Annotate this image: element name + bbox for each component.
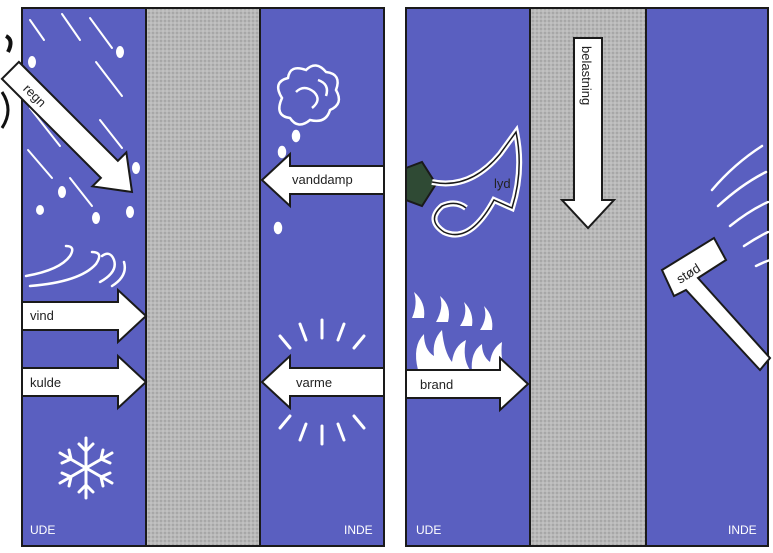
edge-mark	[4, 34, 13, 53]
sound-label: lyd	[494, 176, 511, 191]
impact-hammer-icon: stød	[660, 236, 772, 372]
rain-icon	[27, 13, 140, 224]
outside-label-right: UDE	[416, 523, 441, 537]
vapour-label: vanddamp	[292, 172, 353, 187]
left-diagram: regn vind kulde	[0, 7, 385, 547]
outdoor-panel-right	[405, 7, 531, 547]
fire-arrow: brand	[405, 355, 530, 413]
wind-swirl-icon	[24, 244, 126, 288]
fire-icon	[412, 292, 506, 372]
edge-mark	[0, 91, 10, 129]
wind-arrow: vind	[21, 287, 148, 345]
heat-label: varme	[296, 375, 332, 390]
wind-label: vind	[30, 308, 54, 323]
fire-label: brand	[420, 377, 453, 392]
horn-icon: lyd	[405, 124, 523, 238]
vapour-arrow: vanddamp	[260, 151, 385, 209]
right-diagram: lyd brand belastning	[405, 7, 772, 547]
vapour-cloud-icon	[273, 64, 341, 235]
outside-label-left: UDE	[30, 523, 55, 537]
load-arrow: belastning	[559, 37, 617, 230]
indoor-panel-right	[645, 7, 769, 547]
heat-rays-icon	[278, 318, 366, 446]
load-label: belastning	[579, 46, 594, 105]
cold-label: kulde	[30, 375, 61, 390]
heat-arrow: varme	[260, 353, 385, 411]
wall-left	[145, 7, 261, 547]
snowflake-icon	[58, 436, 114, 500]
rain-arrow: regn	[0, 60, 134, 194]
inside-label-left: INDE	[344, 523, 373, 537]
inside-label-right: INDE	[728, 523, 757, 537]
cold-arrow: kulde	[21, 353, 148, 411]
impact-lines-icon	[710, 144, 772, 268]
